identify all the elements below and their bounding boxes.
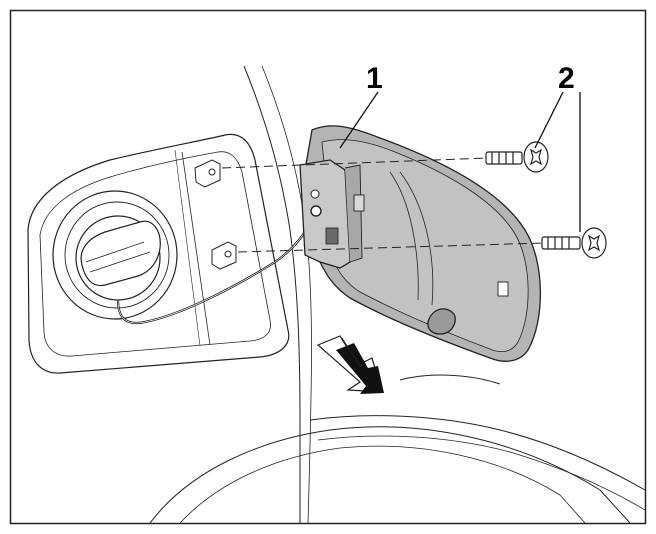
fuel-filler-flap	[299, 125, 542, 362]
torx-screw-upper	[485, 141, 549, 173]
housing-clips	[194, 159, 237, 270]
cap-tether-cable	[116, 211, 316, 325]
callout-leaders	[339, 91, 581, 232]
vehicle-body-contours	[149, 65, 646, 524]
fuel-cap	[52, 190, 178, 320]
callout-label-fuel-flap: 1	[366, 62, 383, 95]
removal-direction-arrow-icon	[316, 335, 384, 394]
callout-label-screws: 2	[558, 62, 575, 95]
screw-alignment-lines	[221, 157, 545, 253]
figure-frame	[9, 9, 647, 525]
torx-screw-lower	[541, 227, 607, 259]
